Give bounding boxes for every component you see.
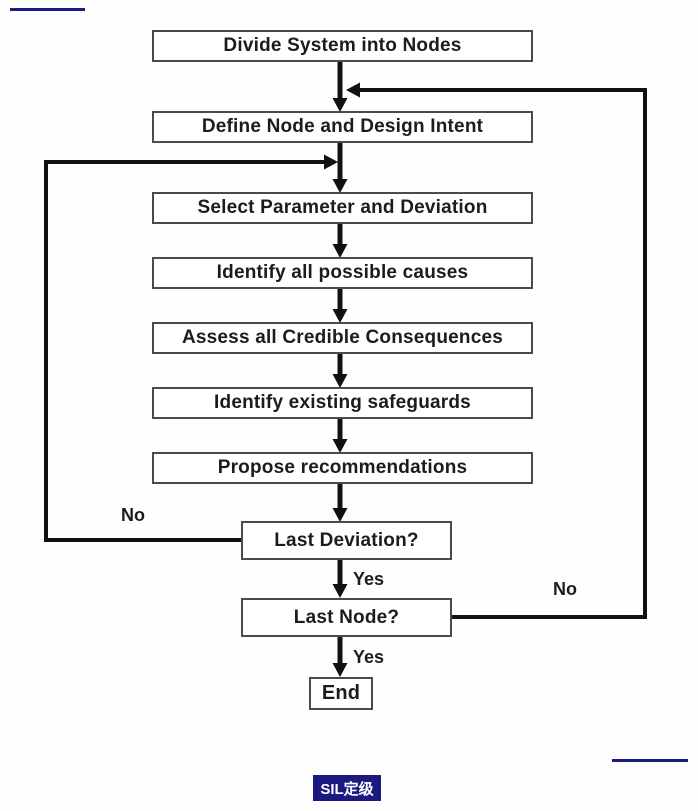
node-identify-safeguards: Identify existing safeguards [152,387,533,419]
edge-label-no-right: No [553,579,577,599]
edge-label-yes-after-deviation: Yes [353,569,385,589]
top-left-divider-line [10,8,85,11]
sil-rating-caption-badge: SIL定级 [313,775,381,801]
arrowhead-select [332,179,348,193]
node-identify-causes: Identify all possible causes [152,257,533,289]
arrowhead-lastnode [332,584,348,598]
arrowhead-loop-left [324,154,338,170]
loop-no-left [44,160,326,542]
node-divide-system: Divide System into Nodes [152,30,533,62]
node-last-node-decision: Last Node? [241,598,452,637]
node-define-node-intent: Define Node and Design Intent [152,111,533,143]
node-select-parameter: Select Parameter and Deviation [152,192,533,224]
node-propose-recommendations: Propose recommendations [152,452,533,484]
arrowhead-loop-right [346,82,360,98]
edge-label-yes-after-node: Yes [353,647,385,667]
arrowhead-lastdeviation [332,508,348,522]
edge-label-no-left: No [121,505,145,525]
arrowhead-consequences [332,309,348,323]
arrowhead-causes [332,244,348,258]
arrowhead-recommend [332,439,348,453]
node-end: End [309,677,373,710]
arrowhead-safeguards [332,374,348,388]
bottom-right-divider-line [612,759,688,762]
arrowhead-define [332,98,348,112]
loop-no-right [358,88,647,619]
arrowhead-end [332,663,348,677]
node-assess-consequences: Assess all Credible Consequences [152,322,533,354]
node-last-deviation-decision: Last Deviation? [241,521,452,560]
